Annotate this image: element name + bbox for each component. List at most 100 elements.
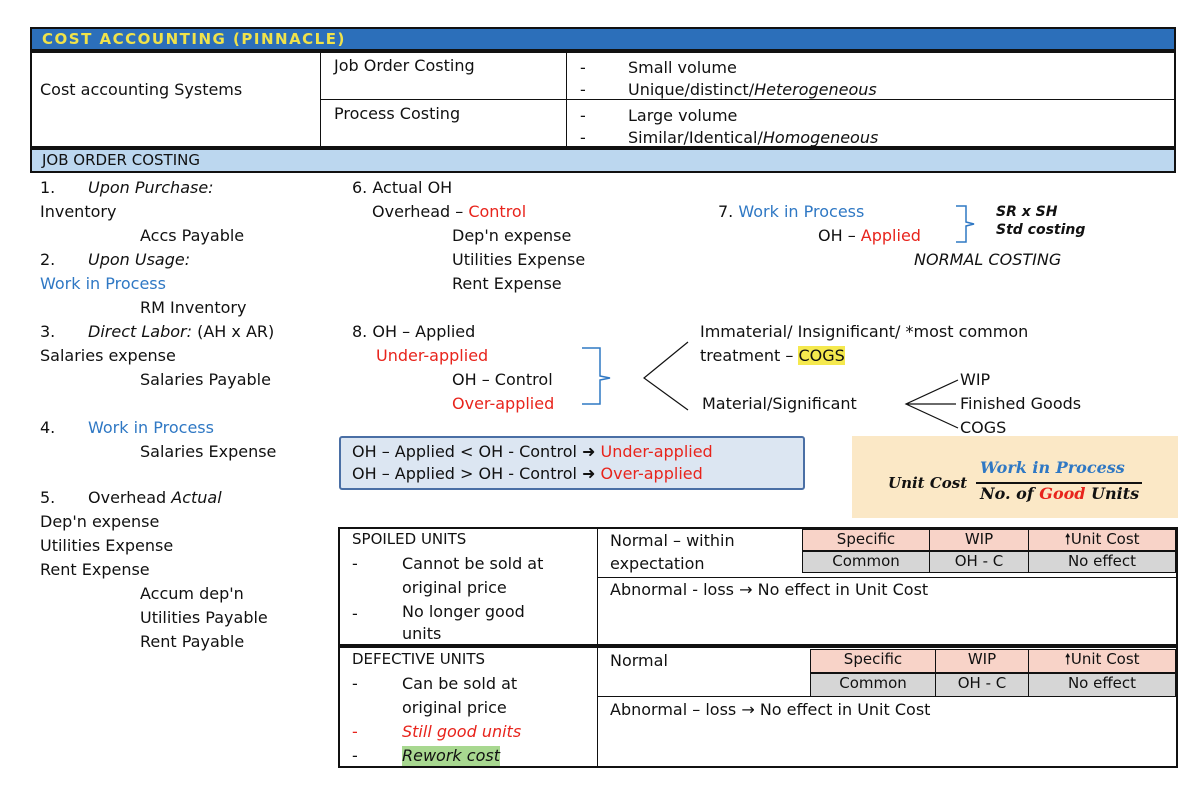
spoiled-normal-b: expectation xyxy=(610,554,705,573)
oh-rule-1: OH – Applied < OH - Control ➜ Under-appl… xyxy=(352,442,713,461)
std-note-1: SR x SH xyxy=(996,204,1058,220)
systems-table xyxy=(30,51,1176,148)
step-5-debit-3: Rent Expense xyxy=(40,560,150,579)
systems-label: Cost accounting Systems xyxy=(40,80,243,99)
unit-cost-box xyxy=(852,436,1178,518)
step-1-debit: Inventory xyxy=(40,202,117,221)
material-label: Material/Significant xyxy=(702,394,857,413)
oh-control-label: OH – Control xyxy=(452,370,553,389)
dash: - xyxy=(352,746,358,765)
page-title: COST ACCOUNTING (PINNACLE) xyxy=(42,30,346,48)
step-6-credit-1: Dep'n expense xyxy=(452,226,572,245)
step-6-credit-2: Utilities Expense xyxy=(452,250,586,269)
unit-cost-numerator: Work in Process xyxy=(980,458,1125,477)
step-3-num: 3. xyxy=(40,322,56,341)
under-applied-label: Under-applied xyxy=(376,346,489,365)
common-cell: Common xyxy=(810,673,936,697)
process-bullet-2: Similar/Identical/Homogeneous xyxy=(628,128,879,147)
oh-rule-2: OH – Applied > OH - Control ➜ Over-appli… xyxy=(352,464,703,483)
spoiled-title: SPOILED UNITS xyxy=(352,530,467,548)
normal-costing-label: NORMAL COSTING xyxy=(914,250,1062,269)
unit-cost-denominator: No. of Good Units xyxy=(980,484,1140,503)
process-bullet-1: Large volume xyxy=(628,106,738,125)
step-1-title: Upon Purchase: xyxy=(88,178,214,197)
section-title: JOB ORDER COSTING xyxy=(42,151,200,169)
spoiled-table xyxy=(338,527,1178,646)
alloc-fg: Finished Goods xyxy=(960,394,1082,413)
defective-abnormal: Abnormal – loss → No effect in Unit Cost xyxy=(610,700,931,719)
spoiled-point-2b: units xyxy=(402,624,442,643)
step-5-credit-3: Rent Payable xyxy=(140,632,245,651)
arrow-up-icon: 🠕 xyxy=(1064,650,1071,668)
defective-point-1b: original price xyxy=(402,698,507,717)
dash: - xyxy=(580,128,586,147)
unit-cost-cell: 🠕Unit Cost xyxy=(1028,529,1176,551)
title-bar: COST ACCOUNTING (PINNACLE) xyxy=(30,27,1176,51)
step-7-credit: OH – Applied xyxy=(818,226,921,245)
wip-cell: WIP xyxy=(935,649,1029,673)
no-effect-cell: No effect xyxy=(1028,673,1176,697)
step-4-debit: Work in Process xyxy=(88,418,214,437)
step-2-debit: Work in Process xyxy=(40,274,166,293)
process-label: Process Costing xyxy=(334,104,461,123)
defective-normal: Normal xyxy=(610,651,668,670)
step-5-num: 5. xyxy=(40,488,56,507)
spoiled-normal-a: Normal – within xyxy=(610,531,735,550)
alloc-wip: WIP xyxy=(960,370,991,389)
defective-point-3: Rework cost xyxy=(402,746,500,766)
spoiled-point-1a: Cannot be sold at xyxy=(402,554,544,573)
step-6-credit-3: Rent Expense xyxy=(452,274,562,293)
spoiled-point-1b: original price xyxy=(402,578,507,597)
branch-lines xyxy=(582,341,689,411)
job-bullet-1: Small volume xyxy=(628,58,737,77)
spoiled-point-2a: No longer good xyxy=(402,602,525,621)
wip-cell: WIP xyxy=(929,529,1029,551)
dash: - xyxy=(580,58,586,77)
common-cell: Common xyxy=(802,551,930,573)
job-bullet-2: Unique/distinct/Heterogeneous xyxy=(628,80,877,99)
step-1-num: 1. xyxy=(40,178,56,197)
defective-point-1a: Can be sold at xyxy=(402,674,518,693)
dash: - xyxy=(352,604,358,623)
arrow-up-icon: 🠕 xyxy=(1064,530,1071,548)
dash: - xyxy=(580,80,586,99)
step-6-debit: Overhead – Control xyxy=(372,202,527,221)
step-5-title: Overhead Actual xyxy=(88,488,222,507)
step-5-debit-1: Dep'n expense xyxy=(40,512,160,531)
ohc-cell: OH - C xyxy=(929,551,1029,573)
dash: - xyxy=(352,674,358,693)
defective-point-2: Still good units xyxy=(402,722,522,741)
job-order-label: Job Order Costing xyxy=(334,56,475,75)
std-note-2: Std costing xyxy=(996,222,1086,238)
ohc-cell: OH - C xyxy=(935,673,1029,697)
immaterial-label: Immaterial/ Insignificant/ *most common xyxy=(700,322,1029,341)
over-applied-label: Over-applied xyxy=(452,394,555,413)
step-5-credit-2: Utilities Payable xyxy=(140,608,268,627)
unit-cost-label: Unit Cost xyxy=(888,474,968,492)
specific-cell: Specific xyxy=(802,529,930,551)
step-5-debit-2: Utilities Expense xyxy=(40,536,174,555)
section-header: JOB ORDER COSTING xyxy=(30,148,1176,173)
step-2-num: 2. xyxy=(40,250,56,269)
fraction-bar xyxy=(976,482,1142,484)
treatment-label: treatment – COGS xyxy=(700,346,845,365)
step-4-num: 4. xyxy=(40,418,56,437)
step-3-credit: Salaries Payable xyxy=(140,370,271,389)
step-3-title: Direct Labor: (AH x AR) xyxy=(88,322,275,341)
unit-cost-cell: 🠕Unit Cost xyxy=(1028,649,1176,673)
allocation-lines xyxy=(904,379,959,429)
dash: - xyxy=(580,106,586,125)
step-5-credit-1: Accum dep'n xyxy=(140,584,244,603)
no-effect-cell: No effect xyxy=(1028,551,1176,573)
brace-icon xyxy=(956,205,975,243)
dash: - xyxy=(352,554,358,573)
dash: - xyxy=(352,722,358,741)
spoiled-abnormal: Abnormal - loss → No effect in Unit Cost xyxy=(610,580,929,599)
oh-rule-box xyxy=(339,436,805,490)
step-2-credit: RM Inventory xyxy=(140,298,247,317)
alloc-cogs: COGS xyxy=(960,418,1007,437)
step-8-title: 8. OH – Applied xyxy=(352,322,476,341)
step-7-title: 7. Work in Process xyxy=(718,202,865,221)
step-6-title: 6. Actual OH xyxy=(352,178,453,197)
step-3-debit: Salaries expense xyxy=(40,346,176,365)
